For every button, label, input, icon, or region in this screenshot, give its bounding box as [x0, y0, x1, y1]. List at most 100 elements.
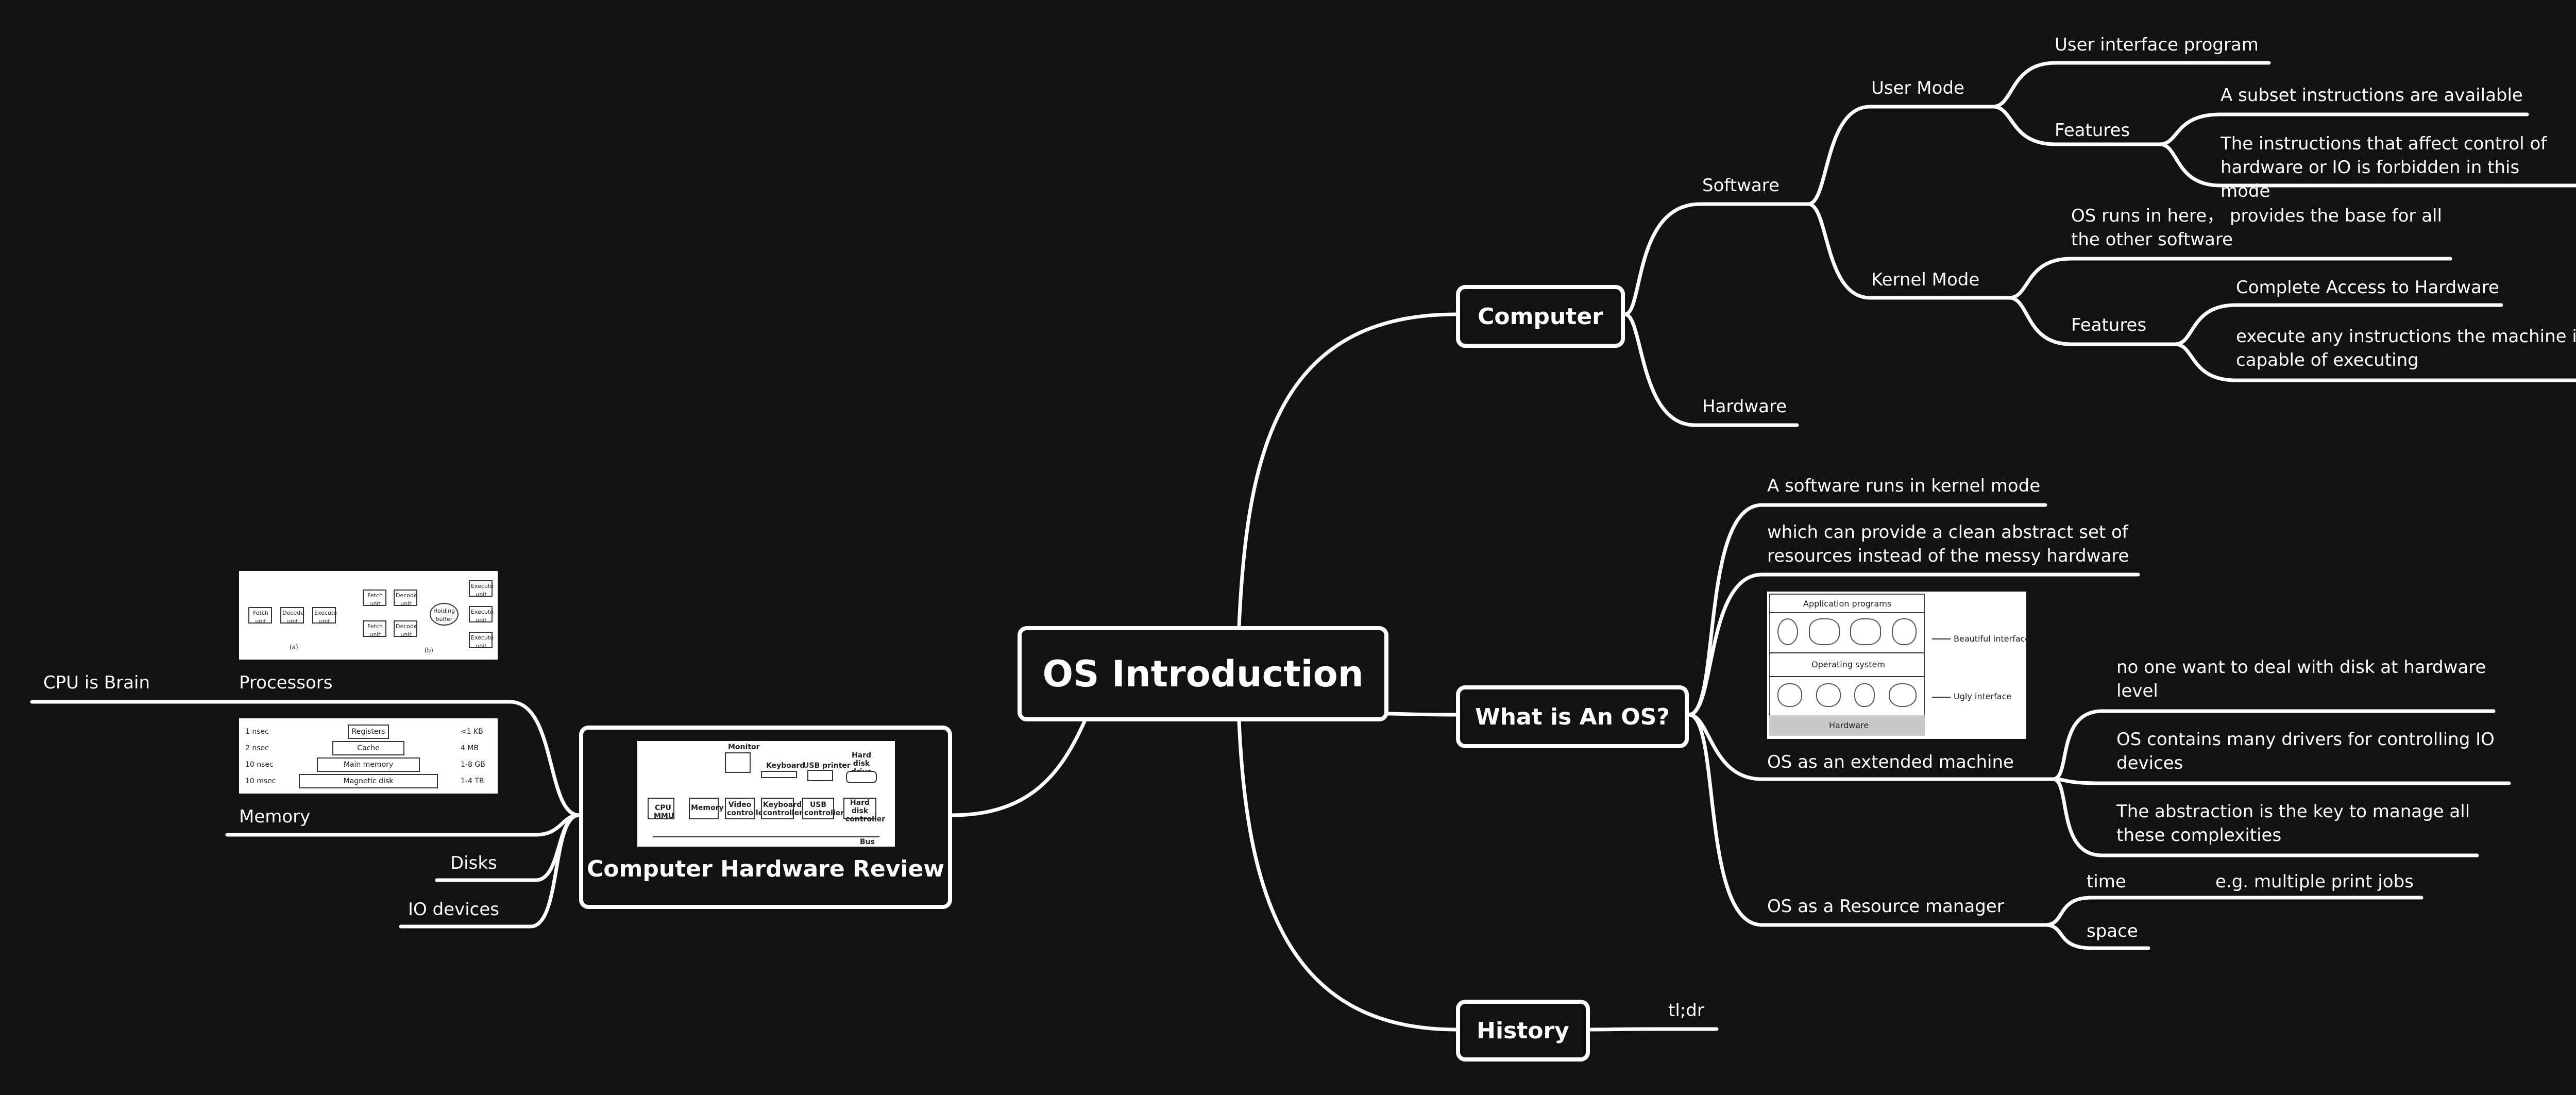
link-ufeatures-forbidden — [2158, 142, 2576, 188]
memory-row-box — [332, 741, 404, 755]
pipeline-figure: Fetch unit Decode unit Execute unit (a) … — [239, 571, 498, 660]
resource-manager-label: OS as a Resource manager — [1767, 896, 2004, 917]
memory-row-name: Registers — [351, 728, 385, 736]
user-features-label: Features — [2055, 120, 2130, 141]
os-layers-figure: Application programs Operating system Ha… — [1767, 592, 2030, 739]
bus-cpu-label: CPU — [655, 804, 671, 812]
bus-mmu-label: MMU — [654, 812, 674, 820]
drivers-label: OS contains many drivers for controlling… — [2116, 729, 2495, 773]
link-kfeatures-execute — [2173, 342, 2576, 382]
link-hw-io — [399, 813, 581, 929]
memory-row-box — [348, 725, 389, 739]
pipe-exec-b2: Execute unit — [471, 609, 494, 624]
disk-label: no one want to deal with disk at hardwar… — [2116, 657, 2486, 701]
memory-row-box — [317, 757, 420, 772]
link-extended-abstraction — [2051, 777, 2479, 857]
link-root-hardware — [950, 719, 1087, 817]
pipe-decode-a: Decode unit — [282, 610, 304, 625]
link-history-tldr — [1588, 1027, 1719, 1032]
cpu-brain-label: CPU is Brain — [43, 672, 150, 693]
what-is-os-node[interactable]: What is An OS? — [1456, 685, 1689, 748]
link-extended-disk — [2051, 709, 2496, 781]
time-label: time — [2087, 871, 2126, 892]
bus-hd-ctrl-label: Hard disk controller — [845, 799, 886, 823]
kernel-features-label: Features — [2071, 315, 2147, 335]
pipe-exec-b1: Execute unit — [471, 583, 494, 598]
space-label: space — [2087, 921, 2138, 941]
bus-video-label: Video controller — [727, 801, 767, 817]
pipe-caption-b: (b) — [425, 647, 433, 654]
link-root-computer — [1237, 312, 1458, 628]
link-ufeatures-subset — [2158, 112, 2529, 146]
link-kfeatures-access — [2173, 303, 2503, 346]
bus-memory-label: Memory — [691, 804, 724, 812]
pipe-holding: Holding buffer — [433, 608, 455, 622]
pipe-fetch-b2: Fetch unit — [367, 623, 383, 638]
memory-row-size: 1-4 TB — [461, 777, 484, 785]
bus-usb-printer-label: USB printer — [803, 762, 851, 770]
memory-row-name: Magnetic disk — [343, 777, 394, 785]
link-whatis-resource — [1687, 713, 2047, 927]
hardware-review-label: Computer Hardware Review — [587, 856, 944, 882]
link-resource-space — [2043, 923, 2150, 950]
link-software-kernelmode — [1806, 202, 2011, 300]
fig-ugly-label: Ugly interface — [1954, 692, 2012, 701]
extended-machine-label: OS as an extended machine — [1767, 752, 2014, 772]
link-root-whatis — [1386, 712, 1458, 717]
link-software-usermode — [1806, 105, 1995, 206]
fig-app-label: Application programs — [1803, 599, 1892, 609]
pipe-decode-b1: Decode unit — [396, 592, 417, 607]
access-label: Complete Access to Hardware — [2236, 277, 2499, 298]
memory-row-size: 1-8 GB — [461, 761, 485, 769]
link-whatis-abstract — [1687, 572, 2140, 717]
execute-label: execute any instructions the machine is … — [2236, 326, 2576, 370]
memory-row-time: 2 nsec — [245, 744, 269, 752]
computer-node[interactable]: Computer — [1456, 285, 1625, 348]
memory-row-time: 10 nsec — [245, 761, 274, 769]
kernel-mode-label: Kernel Mode — [1871, 269, 1980, 290]
hardware-label: Hardware — [1702, 396, 1787, 417]
pipe-caption-a: (a) — [290, 644, 298, 651]
fig-faces-bottom — [1777, 683, 1917, 710]
link-kernelmode-base — [2007, 257, 2452, 300]
memory-row-box — [299, 774, 438, 788]
bus-figure: Monitor Keyboard USB printer Hard disk d… — [637, 741, 895, 847]
software-label: Software — [1702, 175, 1780, 196]
user-mode-label: User Mode — [1871, 78, 1964, 98]
bus-usb-ctrl-label: USB controller — [804, 801, 844, 817]
link-usermode-features — [1991, 105, 2162, 146]
link-computer-hardware — [1623, 312, 1799, 427]
subset-label: A subset instructions are available — [2221, 85, 2523, 106]
hardware-review-node[interactable]: Monitor Keyboard USB printer Hard disk d… — [579, 726, 952, 909]
kernel-base-label: OS runs in here， provides the base for a… — [2071, 206, 2442, 250]
fig-beautiful-label: Beautiful interface — [1954, 634, 2030, 644]
fig-faces-top — [1777, 618, 1917, 648]
bus-label: Bus — [860, 838, 875, 846]
link-usermode-ui — [1991, 61, 2271, 109]
pipe-exec-b3: Execute unit — [471, 634, 494, 649]
memory-row-time: 10 msec — [245, 777, 276, 785]
disks-label: Disks — [450, 853, 497, 873]
pipe-decode-b2: Decode unit — [396, 623, 417, 638]
link-resource-time — [2043, 896, 2424, 927]
pipe-execute-a: Execute unit — [314, 610, 337, 625]
ui-program-label: User interface program — [2055, 35, 2259, 55]
fig-os-label: Operating system — [1811, 660, 1885, 669]
abstract-resources-label: which can provide a clean abstract set o… — [1767, 522, 2129, 566]
link-computer-software — [1623, 202, 1810, 316]
print-jobs-label: e.g. multiple print jobs — [2215, 871, 2414, 892]
forbidden-label: The instructions that affect control of … — [2221, 133, 2547, 201]
memory-row-name: Cache — [357, 744, 380, 752]
fig-hw-label: Hardware — [1829, 720, 1869, 730]
link-kernelmode-features — [2007, 296, 2177, 346]
memory-label: Memory — [239, 806, 311, 827]
memory-row-size: <1 KB — [461, 728, 483, 736]
link-extended-drivers — [2051, 777, 2511, 785]
history-node[interactable]: History — [1456, 1000, 1590, 1062]
root-node[interactable]: OS Introduction — [1018, 626, 1388, 721]
memory-row-size: 4 MB — [461, 744, 479, 752]
tldr-label: tl;dr — [1668, 1000, 1704, 1021]
